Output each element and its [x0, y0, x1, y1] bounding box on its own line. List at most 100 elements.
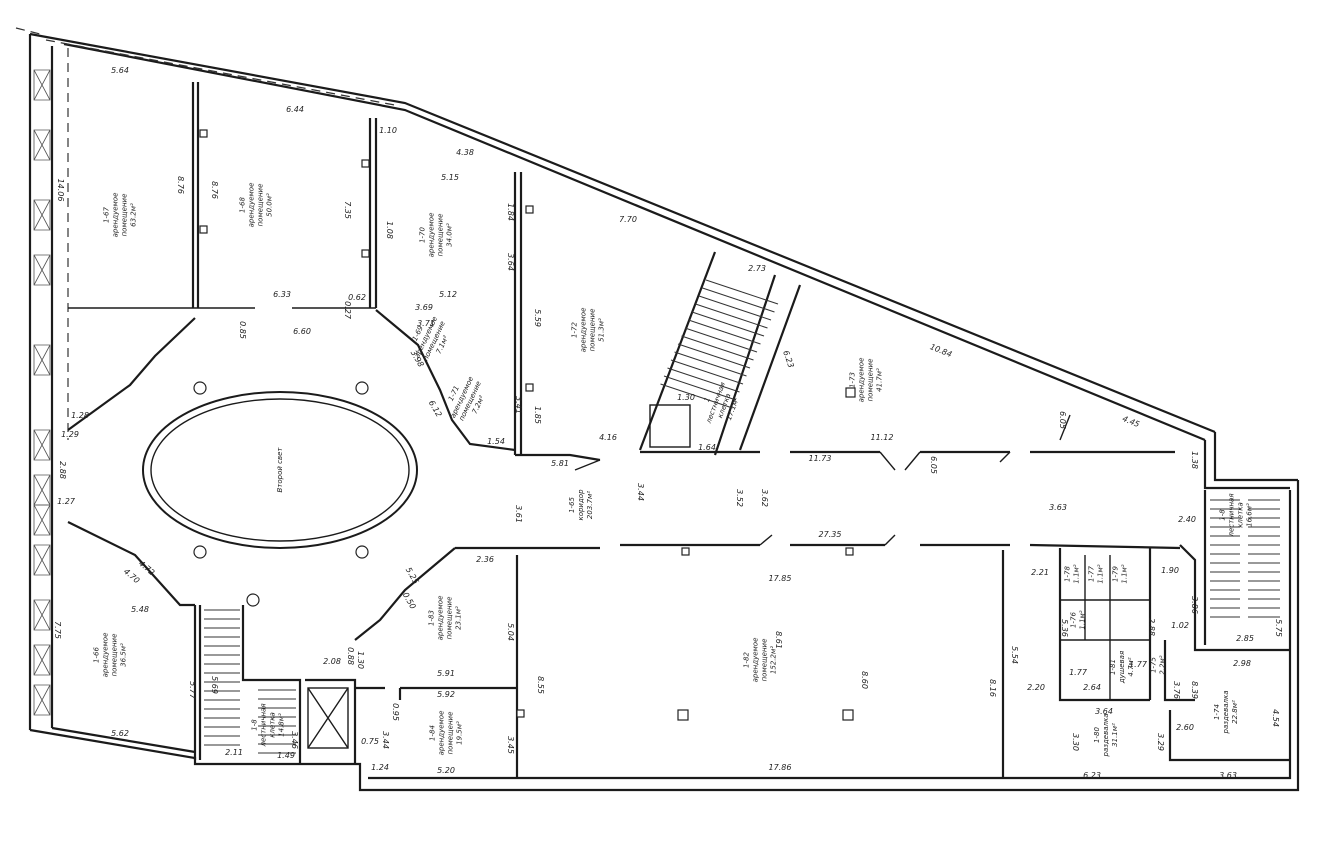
dimension-label: 5.04	[506, 623, 515, 641]
room-label-line: 63.2м²	[130, 203, 138, 227]
dimension-label: 1.84	[506, 203, 515, 221]
facade-panel	[33, 644, 51, 676]
dimension-label: 3.44	[381, 731, 390, 749]
room-label-line: помещение	[437, 214, 445, 257]
stair-tread	[717, 347, 754, 361]
dimension-label: 1.27	[57, 497, 76, 506]
room-label-line: 4.7м²	[1127, 657, 1135, 676]
room-label-line: 41.7м²	[876, 368, 884, 392]
dimension-label: 0.88	[346, 647, 355, 665]
facade-panel	[33, 684, 51, 716]
dimension-label: 11.12	[871, 433, 894, 442]
dimension-label: 27.35	[819, 530, 842, 539]
dimension-label: 8.61	[774, 631, 783, 649]
atrium: Второй свет	[142, 391, 418, 549]
facade-panel	[33, 69, 51, 101]
room-label-line: 34.0м²	[446, 223, 454, 247]
room-label-line: 1-70	[419, 227, 427, 243]
room-label-line: 1-79	[1112, 566, 1120, 582]
room-label-line: 1-78	[1064, 566, 1072, 582]
stair-tread	[703, 379, 740, 393]
room-label-line: арендуемое	[438, 711, 446, 756]
dimension-label: 6.60	[293, 327, 311, 336]
dimension-label: 14.06	[56, 179, 65, 202]
dimension-label: 1.28	[71, 411, 89, 420]
dimension-label: 2.64	[1083, 683, 1101, 692]
dimension-label: 5.75	[1274, 619, 1283, 637]
room-label-line: помещение	[111, 634, 119, 677]
room-label-line: 51.3м²	[598, 318, 606, 342]
dimension-label: 0.50	[401, 591, 418, 611]
room-label-line: 1.1м²	[1121, 564, 1129, 583]
stair-tread	[667, 367, 704, 381]
dimension-label: 5.25	[404, 566, 421, 586]
dimension-label: 2.88	[1147, 618, 1156, 636]
dimension-label: 1.10	[379, 126, 397, 135]
dimension-label: 8.39	[1190, 681, 1199, 699]
dimension-label: 2.73	[748, 264, 766, 273]
room-label-line: лестничная	[1228, 493, 1236, 537]
dimension-label: 2.60	[1176, 723, 1194, 732]
facade-panel	[33, 504, 51, 536]
facade-panel	[33, 199, 51, 231]
dimension-label: 17.86	[769, 763, 792, 772]
dimension-label: 3.64	[506, 253, 515, 271]
room-label-line: 1-84	[429, 725, 437, 741]
dimension-label: 5.20	[437, 766, 455, 775]
interior-walls	[67, 82, 1290, 778]
dimension-label: 2.36	[476, 555, 494, 564]
dimension-label: 3.41	[514, 396, 523, 414]
dimension-label: 0.75	[361, 737, 379, 746]
room-label-line: арендуемое	[580, 308, 588, 353]
room-label-line: арендуемое	[248, 183, 256, 228]
dimension-label: 6.44	[286, 105, 304, 114]
dimension-label: 3.61	[514, 505, 523, 523]
dimension-label: 8.76	[210, 181, 219, 199]
room-label-line: 1-76	[1070, 612, 1078, 628]
dimension-label: 8.55	[536, 676, 545, 694]
stair-tread	[695, 303, 732, 317]
room-label-line: помещение	[121, 194, 129, 237]
dimension-label: 6.23	[781, 349, 796, 369]
stair-tread	[698, 295, 736, 309]
dimension-label: 0.85	[238, 321, 247, 339]
stair-tread	[706, 371, 744, 385]
dimension-label: 7.35	[343, 201, 352, 219]
room-label-line: 1.1м²	[1079, 610, 1087, 629]
dimension-label: 5.91	[437, 669, 455, 678]
dimension-label: 2.08	[323, 657, 341, 666]
dimension-label: 1.77	[1069, 668, 1088, 677]
dimension-label: 1.08	[385, 221, 394, 239]
stair-tread	[720, 339, 758, 353]
dimension-label: 5.12	[439, 290, 457, 299]
stair-tread	[731, 315, 768, 329]
dimension-label: 2.98	[1233, 659, 1251, 668]
facade-panel	[33, 129, 51, 161]
stair-tread	[699, 387, 737, 401]
dimension-label: 4.45	[1121, 414, 1141, 429]
dimension-label: 1.54	[487, 437, 505, 446]
dimension-label: 4.54	[1271, 709, 1280, 727]
dimension-label: 8.16	[988, 679, 997, 697]
stair-tread	[684, 327, 722, 341]
dimension-label: 3.76	[1172, 681, 1181, 699]
stair-tread	[674, 351, 711, 365]
room-label-line: 1-80	[1093, 727, 1101, 743]
dimension-label: 5.77	[188, 681, 197, 700]
dimension-label: 4.38	[456, 148, 474, 157]
dimension-label: 3.71	[417, 319, 435, 328]
dimension-label: 7.70	[619, 215, 637, 224]
room-label-line: 36.5м²	[120, 643, 128, 667]
dimension-label: 3.29	[1156, 733, 1165, 751]
room-label-line: 1-75	[1150, 657, 1158, 673]
room-label-line: помещение	[447, 712, 455, 755]
room-label-line: душевая	[1118, 651, 1126, 684]
room-label-line: 1-83	[428, 610, 436, 626]
